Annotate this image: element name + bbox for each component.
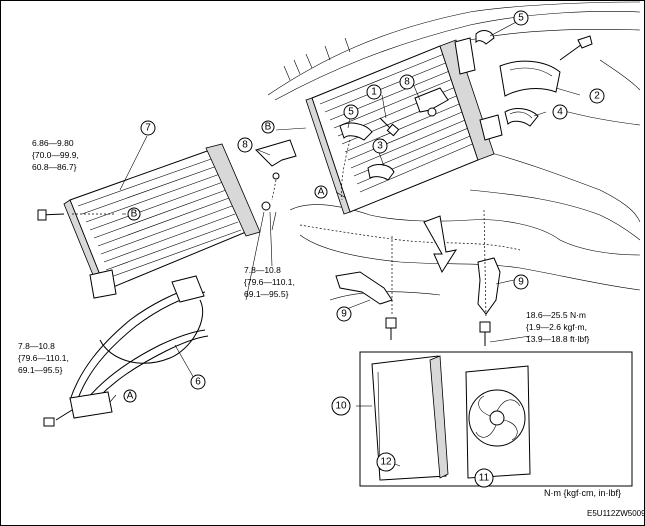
bolt-1 — [379, 117, 400, 137]
svg-text:12: 12 — [380, 457, 392, 468]
svg-text:{1.9—2.6 kgf·m,: {1.9—2.6 kgf·m, — [526, 322, 587, 332]
svg-text:A: A — [318, 187, 325, 198]
svg-text:9: 9 — [518, 277, 524, 288]
callout-7: 7 — [140, 120, 156, 136]
torque-fan: 18.6—25.5 N·m {1.9—2.6 kgf·m, 13.9—18.8 … — [526, 310, 589, 344]
unit-note: N·m {kgf·cm, in·lbf} — [544, 488, 621, 498]
svg-text:{70.0—99.9,: {70.0—99.9, — [32, 150, 79, 160]
cooler-bolt — [43, 409, 73, 427]
callout-9-left: 9 — [336, 306, 352, 322]
lower-bracket-9-left — [335, 236, 397, 340]
callout-3: 3 — [372, 138, 388, 154]
direction-arrow — [423, 215, 458, 274]
svg-text:5: 5 — [348, 107, 354, 118]
svg-text:3: 3 — [377, 141, 383, 152]
torque-condenser: 6.86—9.80 {70.0—99.9, 60.8—86.7} — [32, 138, 79, 172]
callout-8-right: 8 — [399, 74, 415, 90]
callout-12: 12 — [376, 452, 396, 472]
callout-9-right: 9 — [513, 274, 529, 290]
svg-text:{79.6—110.1,: {79.6—110.1, — [18, 353, 69, 363]
callout-5-upper: 5 — [513, 10, 529, 26]
ref-b-top: B — [261, 120, 275, 134]
fan-motor-11 — [465, 365, 531, 479]
svg-text:8: 8 — [404, 77, 410, 88]
svg-text:6.86—9.80: 6.86—9.80 — [32, 138, 74, 148]
callout-5-left: 5 — [343, 104, 359, 120]
svg-text:4: 4 — [557, 107, 563, 118]
svg-text:69.1—95.5}: 69.1—95.5} — [18, 365, 63, 375]
callout-11: 11 — [474, 468, 494, 488]
lower-bracket-9-right — [477, 209, 501, 346]
svg-text:18.6—25.5 N·m: 18.6—25.5 N·m — [526, 310, 586, 320]
svg-text:B: B — [131, 209, 138, 220]
svg-text:9: 9 — [341, 309, 347, 320]
callout-6: 6 — [190, 374, 206, 390]
svg-text:2: 2 — [594, 91, 600, 102]
svg-text:60.8—86.7}: 60.8—86.7} — [32, 162, 77, 172]
callout-8-left: 8 — [237, 137, 253, 153]
condenser — [63, 143, 261, 299]
svg-text:8: 8 — [242, 140, 248, 151]
svg-text:13.9—18.8 ft·lbf}: 13.9—18.8 ft·lbf} — [526, 334, 589, 344]
hose-3 — [367, 164, 395, 181]
image-code: E5U112ZW5009 — [587, 509, 645, 518]
torque-fan-leader — [489, 335, 531, 343]
callout-2: 2 — [589, 88, 605, 104]
ref-b-right: B — [127, 207, 141, 221]
radiator-hose-2 — [499, 35, 593, 97]
svg-text:7.8—10.8: 7.8—10.8 — [244, 265, 281, 275]
torque-bracket-leader — [245, 211, 265, 301]
oil-cooler-pipe — [69, 275, 209, 419]
svg-text:11: 11 — [479, 473, 490, 484]
radiator — [305, 37, 503, 215]
svg-text:5: 5 — [518, 13, 524, 24]
svg-text:7: 7 — [145, 123, 151, 134]
svg-text:1: 1 — [371, 87, 377, 98]
svg-text:B: B — [265, 122, 272, 133]
svg-text:69.1—95.5}: 69.1—95.5} — [244, 289, 289, 299]
ref-a-top: A — [314, 185, 328, 199]
svg-text:{79.6—110.1,: {79.6—110.1, — [244, 277, 295, 287]
svg-text:7.8—10.8: 7.8—10.8 — [18, 341, 55, 351]
fan-inset-box — [359, 351, 633, 487]
radiator-hose-4 — [504, 108, 539, 127]
radiator-bracket-left — [255, 139, 297, 211]
callout-4: 4 — [552, 104, 568, 120]
ref-a-bottom: A — [123, 389, 137, 403]
torque-cooler: 7.8—10.8 {79.6—110.1, 69.1—95.5} — [18, 341, 69, 375]
svg-text:A: A — [127, 391, 134, 402]
callout-1: 1 — [366, 84, 382, 100]
hose-5-upper — [475, 30, 495, 45]
svg-text:10: 10 — [335, 401, 347, 412]
radiator-upper-bracket-right — [414, 87, 449, 117]
torque-bracket: 7.8—10.8 {79.6—110.1, 69.1—95.5} — [244, 265, 295, 299]
callout-10: 10 — [331, 396, 351, 416]
fan-shroud-12 — [371, 355, 449, 481]
condenser-bolt — [37, 209, 116, 221]
svg-text:6: 6 — [195, 377, 201, 388]
